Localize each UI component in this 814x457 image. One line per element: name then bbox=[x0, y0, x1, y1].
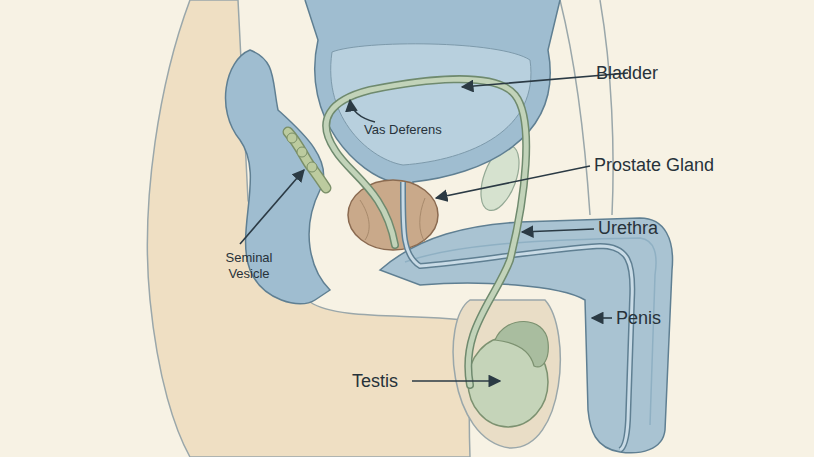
part-label: Bladder bbox=[596, 62, 716, 84]
leader-arrow bbox=[522, 229, 594, 232]
seminal-vesicle bbox=[288, 132, 326, 188]
seminal-vesicle bbox=[287, 133, 297, 143]
vas-deferens bbox=[326, 79, 526, 385]
seminal-vesicle bbox=[297, 147, 307, 157]
leader-arrow bbox=[412, 380, 500, 382]
epididymis bbox=[495, 321, 548, 366]
leader-arrow bbox=[240, 170, 304, 244]
part-label: Penis bbox=[616, 307, 716, 329]
leader-arrow bbox=[436, 166, 590, 198]
seminal-vesicle bbox=[307, 162, 317, 172]
part-label: Urethra bbox=[598, 217, 718, 239]
seminal-vesicle bbox=[288, 132, 326, 188]
leader-arrow bbox=[350, 100, 375, 122]
part-label: Seminal Vesicle bbox=[208, 250, 290, 282]
abdominal-wall bbox=[560, 0, 590, 215]
part-label: Testis bbox=[352, 370, 432, 392]
part-label: Vas Deferens bbox=[364, 122, 474, 138]
rectum bbox=[226, 50, 330, 304]
abdominal-wall bbox=[600, 0, 613, 215]
leader-lines bbox=[240, 73, 628, 381]
vas-deferens bbox=[326, 79, 526, 385]
part-label: Prostate Gland bbox=[594, 154, 784, 176]
bladder-lumen bbox=[331, 44, 531, 165]
leader-arrow bbox=[592, 317, 612, 319]
